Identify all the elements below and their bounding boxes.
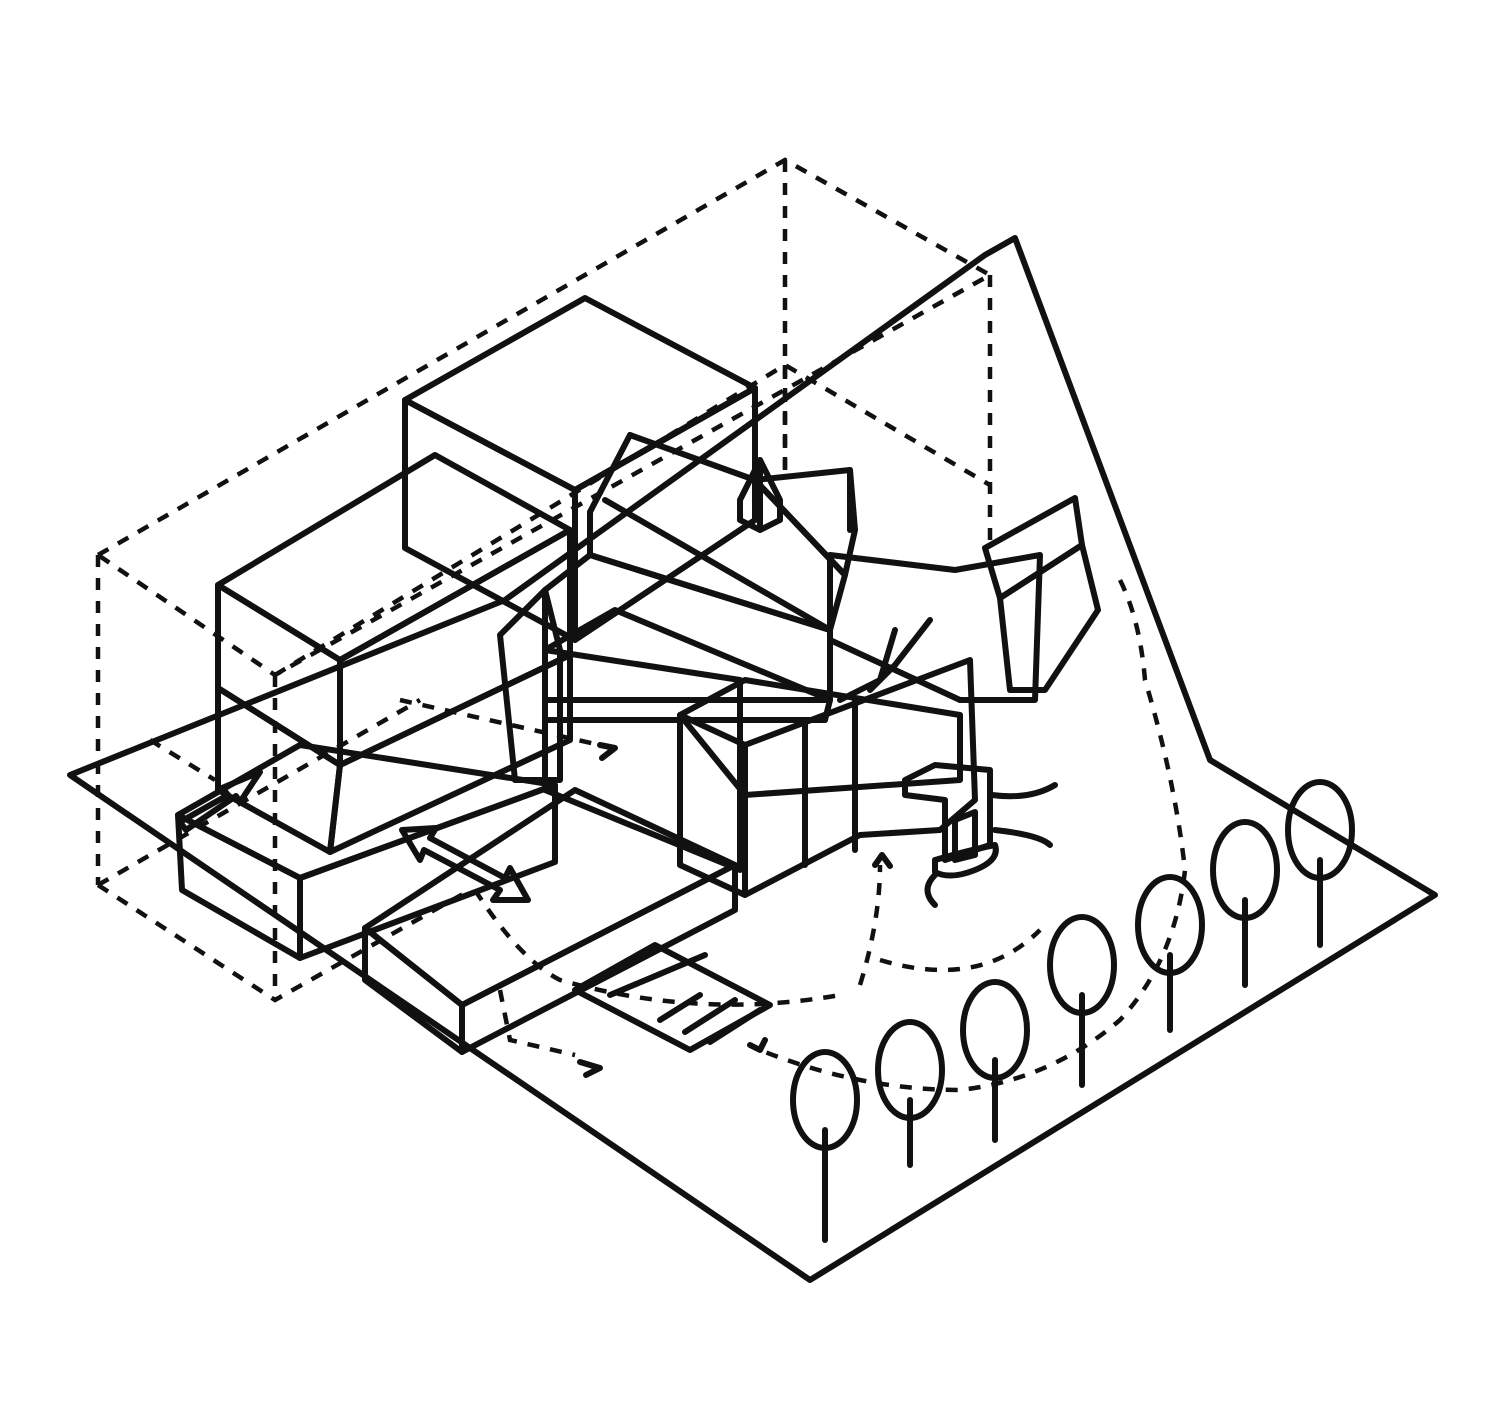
block-orange-front bbox=[215, 685, 343, 855]
arrows bbox=[177, 742, 893, 1078]
porch-curls bbox=[924, 782, 1058, 908]
block-stack bbox=[175, 452, 573, 961]
block-pale-yellow bbox=[402, 295, 758, 643]
tree-crown bbox=[875, 1019, 945, 1121]
tree-row bbox=[790, 779, 1355, 1243]
tree-crown bbox=[790, 1049, 860, 1151]
ground-plane bbox=[67, 235, 1438, 1283]
block-red-top bbox=[175, 742, 558, 881]
entry-arrow bbox=[177, 769, 263, 833]
double-arrow bbox=[399, 825, 531, 903]
block-red-side bbox=[297, 782, 558, 961]
stair-opening bbox=[572, 942, 773, 1053]
block-red-front bbox=[175, 812, 303, 961]
heritage-building bbox=[497, 432, 1043, 898]
tree-crown bbox=[1210, 819, 1280, 921]
block-pink-rear bbox=[982, 495, 1101, 693]
tree-crown bbox=[960, 979, 1030, 1081]
tree-crown bbox=[1135, 874, 1205, 976]
tree-crown bbox=[1285, 779, 1355, 881]
tree-crown bbox=[1047, 914, 1117, 1016]
site-ground bbox=[67, 235, 1438, 1283]
dashed-paths bbox=[399, 578, 1188, 1093]
